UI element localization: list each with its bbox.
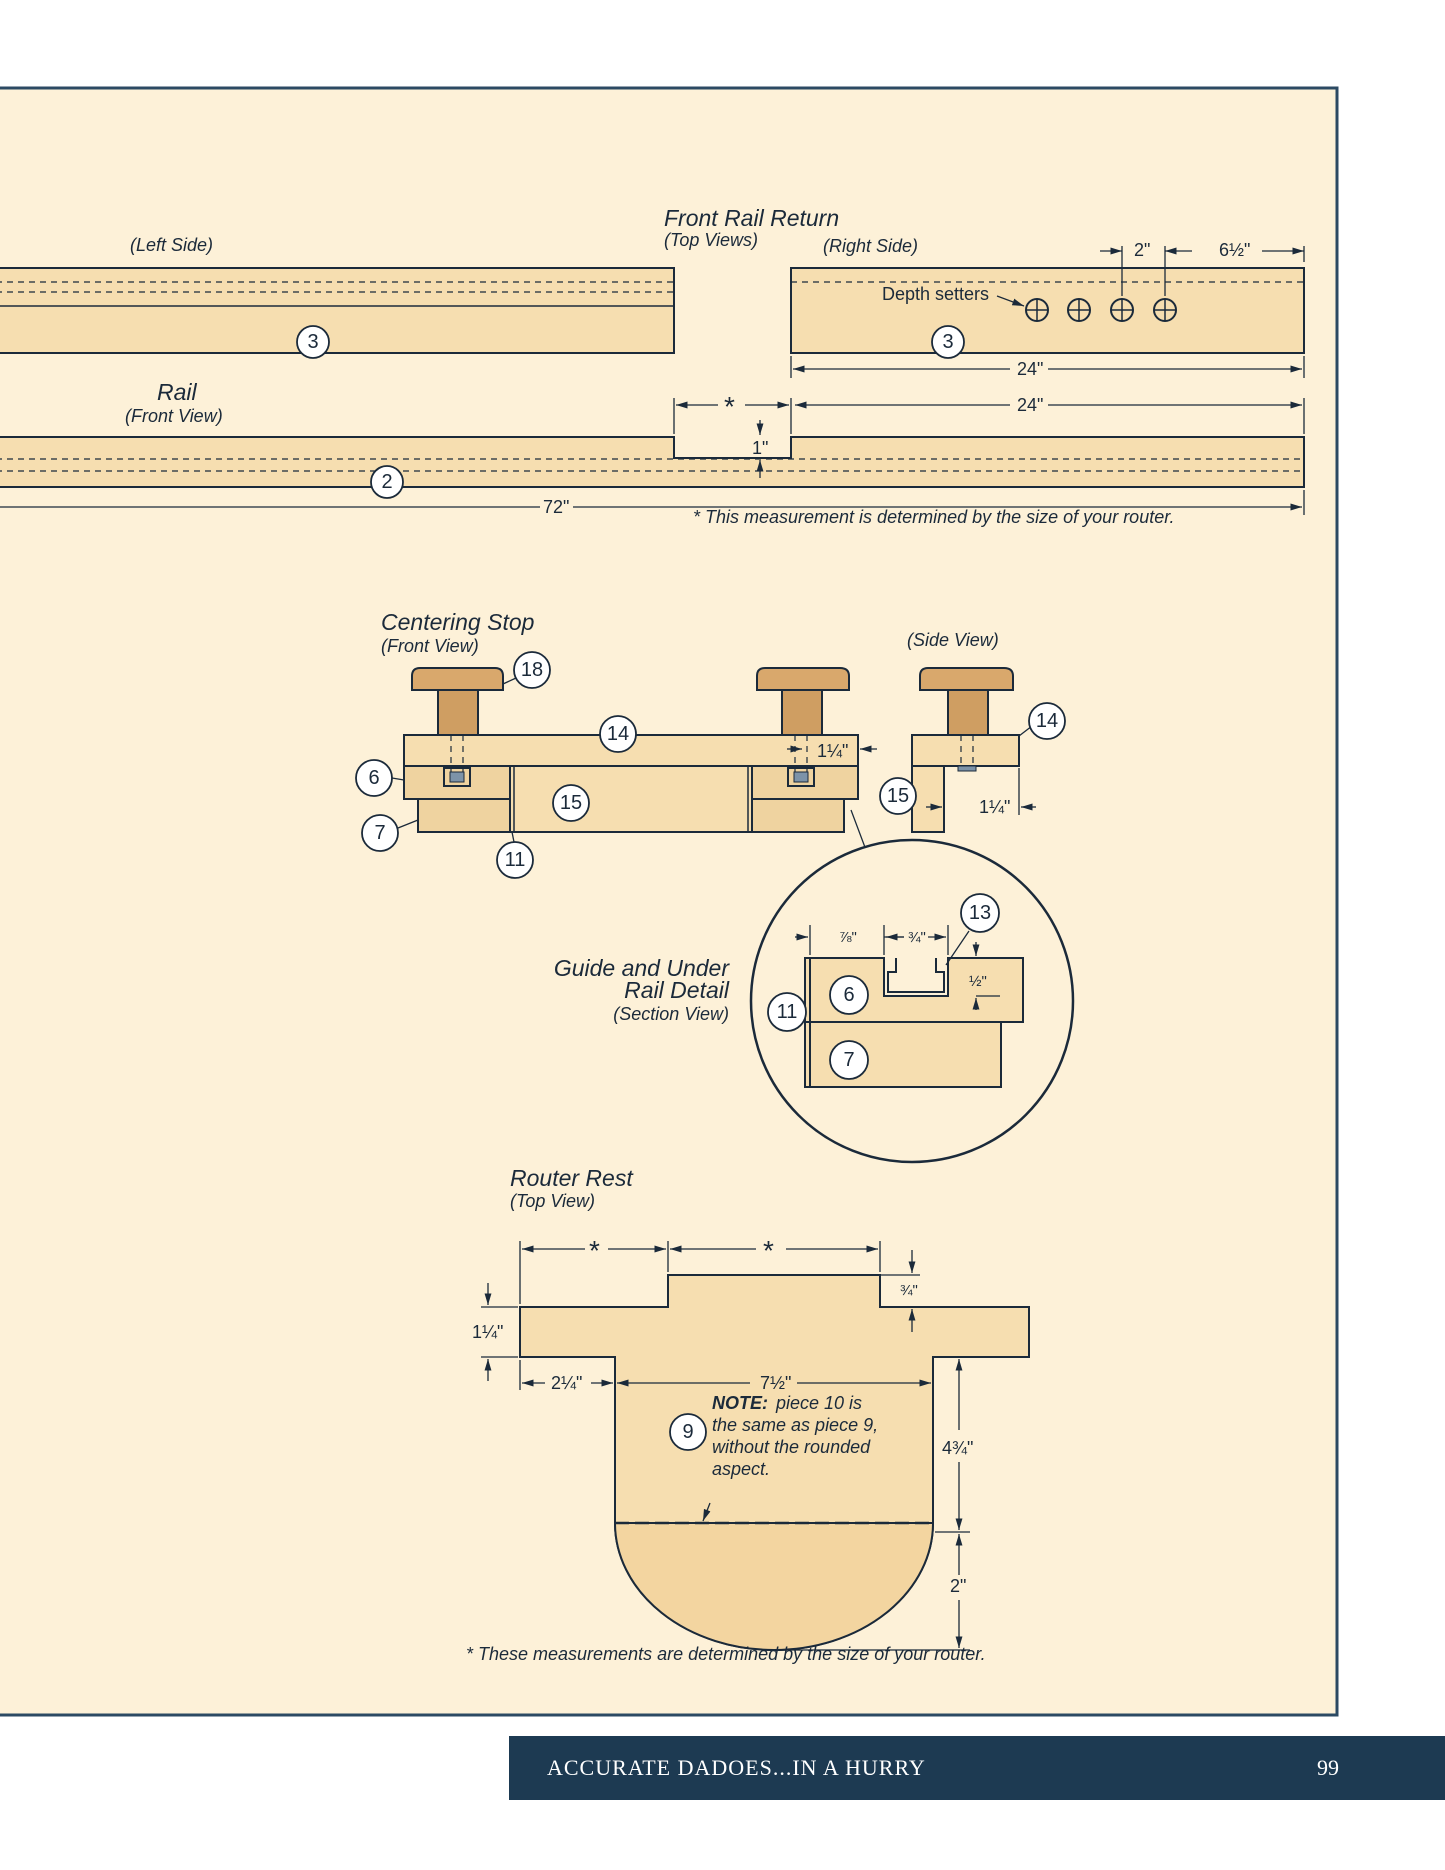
svg-text:9: 9 [682,1421,693,1443]
dim-3-quarter-detail: ¾" [908,929,926,946]
router-rest-footnote: * These measurements are determined by t… [466,1644,986,1664]
section-view-label: (Section View) [613,1004,729,1024]
callout-6-detail: 6 [829,975,869,1015]
right-side-label: (Right Side) [823,236,918,256]
callout-14-side: 14 [1018,702,1066,740]
top-views-label: (Top Views) [664,230,758,250]
side-view-label: (Side View) [907,630,999,650]
router-top-view-label: (Top View) [510,1191,595,1211]
dim-2-in: 2" [1134,240,1150,260]
callout-3-left: 3 [296,325,330,359]
left-side-label: (Left Side) [130,235,213,255]
callout-11-detail: 11 [767,992,807,1032]
guide-detail-title-2: Rail Detail [624,977,730,1003]
svg-text:15: 15 [560,792,582,814]
side-piece-15 [911,765,945,833]
svg-text:13: 13 [969,902,991,924]
guide-detail-title-1: Guide and Under [554,955,731,981]
dim-1-quarter-rest: 1¼" [472,1322,503,1342]
callout-7-front: 7 [361,814,419,852]
callout-11-front: 11 [496,831,534,879]
dim-7-half-rest: 7½" [760,1373,791,1393]
piece-7-left [417,798,511,833]
knob-left [411,667,504,736]
piece-7-right [751,798,845,833]
footer-title: ACCURATE DADOES...IN A HURRY [547,1755,926,1780]
dim-star-rest-b: * [763,1235,774,1266]
rail-title: Rail [157,379,198,405]
dim-half-detail: ½" [969,973,987,990]
rail-footnote: * This measurement is determined by the … [693,507,1175,527]
depth-setter-holes [1025,298,1177,322]
dim-72-in: 72" [543,497,569,517]
svg-text:14: 14 [607,723,629,745]
svg-text:3: 3 [307,331,318,353]
note-line-1: piece 10 is [775,1393,862,1413]
svg-text:7: 7 [374,822,385,844]
callout-15-side: 15 [879,777,917,815]
svg-text:18: 18 [521,659,543,681]
svg-text:15: 15 [887,785,909,807]
piece-15-center [509,765,753,833]
callout-3-right: 3 [931,325,965,359]
rail-board [0,436,1305,488]
dim-1-quarter-front: 1¼" [817,741,848,761]
note-line-3: without the rounded [712,1437,871,1457]
dim-7-eighths: ⅞" [839,929,857,946]
dim-star-rest-a: * [589,1235,600,1266]
left-side-board [0,267,675,354]
callout-13: 13 [945,893,1000,966]
svg-text:7: 7 [843,1049,854,1071]
dim-star-rail: * [724,391,735,422]
dim-1-quarter-side: 1¼" [979,797,1010,817]
note-bold: NOTE: [712,1393,768,1413]
dim-6-half: 6½" [1219,240,1250,260]
centering-front-view-label: (Front View) [381,636,479,656]
callout-2: 2 [370,465,404,499]
svg-text:6: 6 [368,767,379,789]
dim-2-quarter-rest: 2¼" [551,1373,582,1393]
callout-6-front: 6 [355,759,405,797]
svg-text:3: 3 [942,331,953,353]
svg-text:11: 11 [505,849,526,871]
note-line-2: the same as piece 9, [712,1415,878,1435]
svg-text:11: 11 [777,1001,798,1023]
callout-15-front: 15 [552,784,590,822]
svg-text:6: 6 [843,984,854,1006]
dim-1-in: 1" [752,438,768,458]
callout-7-detail: 7 [829,1040,869,1080]
svg-text:14: 14 [1036,710,1058,732]
knob-side [919,667,1014,736]
router-rest-title: Router Rest [510,1165,634,1191]
svg-text:2: 2 [381,471,392,493]
dim-24-rail: 24" [1017,395,1043,415]
callout-18: 18 [502,651,551,689]
depth-setters-label: Depth setters [882,284,989,304]
knob-right [756,667,850,736]
page-footer: ACCURATE DADOES...IN A HURRY 99 [509,1736,1445,1800]
side-guide-14 [911,734,1020,767]
front-rail-return-title: Front Rail Return [664,205,839,231]
centering-stop-title: Centering Stop [381,609,535,635]
dim-2-rest: 2" [950,1576,966,1596]
callout-14-front: 14 [599,715,637,753]
callout-9: 9 [669,1413,707,1451]
dim-24-top: 24" [1017,359,1043,379]
dim-4-3-quarter-rest: 4¾" [942,1438,973,1458]
note-line-4: aspect. [712,1459,770,1479]
page-number: 99 [1317,1755,1339,1780]
rail-front-view-label: (Front View) [125,406,223,426]
dim-3-quarter-rest: ¾" [900,1282,918,1299]
